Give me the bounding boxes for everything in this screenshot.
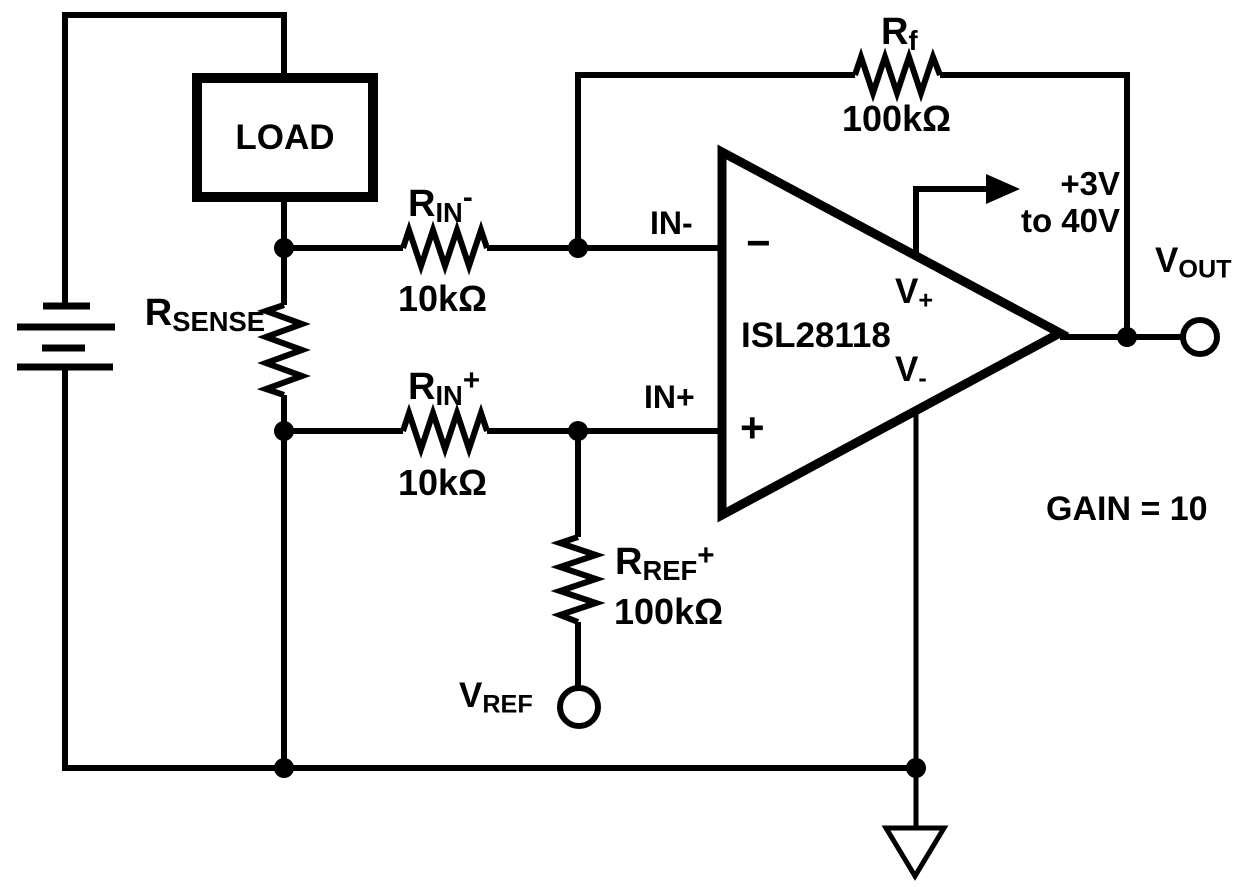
vout-label: VOUT [1155, 241, 1232, 284]
vref-terminal-icon [557, 685, 601, 729]
wire-battery-to-load [62, 12, 287, 303]
vout-terminal-icon [1180, 317, 1220, 357]
opamp-inverting-mark: − [746, 219, 771, 266]
load-label: LOAD [235, 118, 335, 157]
rf-value: 100kΩ [842, 98, 951, 139]
resistor-rin-plus-icon [400, 403, 490, 459]
in-minus-pin-label: IN- [650, 205, 693, 241]
rin-minus-label: RIN- [408, 181, 473, 228]
rsense-label: RSENSE [144, 292, 265, 338]
opamp-noninverting-mark: + [740, 404, 765, 451]
battery-icon [17, 302, 115, 371]
opamp-part-number: ISL28118 [741, 316, 891, 355]
opamp-triangle [717, 144, 1070, 523]
rref-value: 100kΩ [614, 591, 723, 632]
rin-plus-value: 10kΩ [398, 462, 487, 503]
resistor-rf-icon [852, 47, 943, 103]
rin-plus-label: RIN+ [408, 364, 481, 411]
load-box [192, 73, 378, 202]
resistor-rin-minus-icon [400, 220, 490, 276]
resistor-rsense-icon [256, 302, 311, 398]
vplus-pin-label: V+ [895, 272, 934, 315]
resistor-rref-icon [550, 534, 606, 625]
junction-dots [274, 238, 1137, 778]
ground-icon [881, 825, 949, 881]
wire-feedback [575, 72, 1130, 337]
vref-label: VREF [459, 676, 533, 719]
rin-minus-value: 10kΩ [398, 278, 487, 319]
rref-label: RREF+ [615, 539, 715, 586]
wire-vplus [913, 186, 988, 255]
supply-arrow-icon [986, 174, 1020, 204]
in-plus-pin-label: IN+ [644, 379, 695, 415]
wire-bottom-rail [62, 370, 916, 771]
gain-note: GAIN = 10 [1046, 490, 1208, 528]
vminus-pin-label: V- [895, 350, 927, 393]
rf-label: Rf [881, 11, 918, 57]
